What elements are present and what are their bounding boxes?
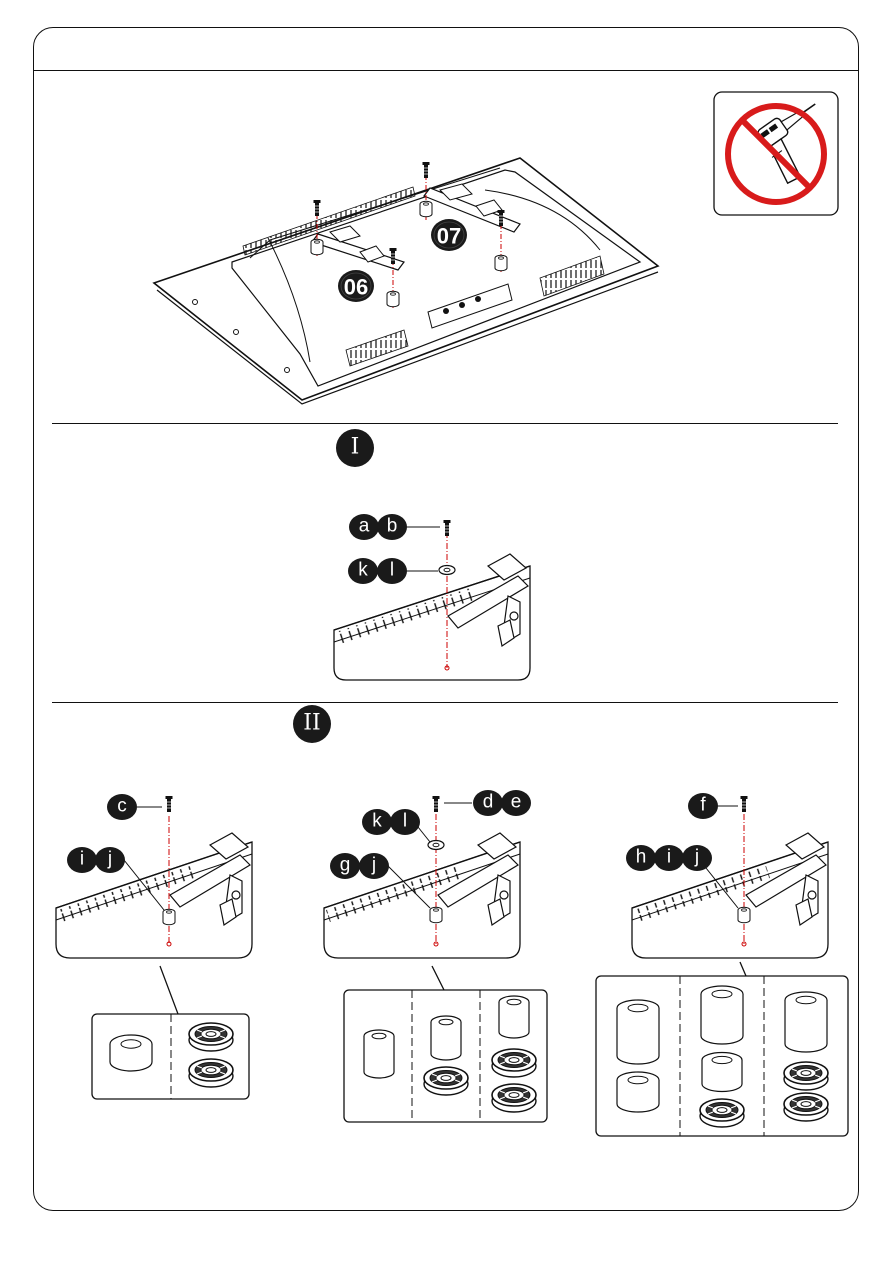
- section-2-marker: II: [293, 705, 331, 743]
- tv-back-overview: [154, 158, 658, 404]
- svg-text:l: l: [403, 811, 407, 832]
- svg-text:i: i: [667, 847, 671, 868]
- section-1-detail: [334, 520, 530, 680]
- svg-text:h: h: [636, 847, 647, 868]
- svg-text:d: d: [483, 792, 494, 813]
- step-badge-07: 07: [431, 219, 467, 251]
- step-badge-06: 06: [338, 270, 374, 302]
- label-group-c: c: [107, 794, 137, 820]
- label-group-hij: h i j: [626, 845, 712, 871]
- section-1-marker: I: [336, 429, 374, 467]
- svg-text:j: j: [371, 855, 376, 876]
- svg-text:f: f: [700, 795, 706, 816]
- svg-text:07: 07: [437, 224, 461, 249]
- svg-text:b: b: [387, 516, 398, 537]
- detail-panel-c: [632, 796, 828, 976]
- label-group-kl-b: k l: [362, 809, 420, 835]
- label-group-kl: k l: [348, 558, 407, 584]
- svg-text:a: a: [359, 516, 370, 537]
- svg-text:e: e: [511, 792, 522, 813]
- label-group-ab: a b: [349, 514, 407, 540]
- parts-box-c: [596, 976, 848, 1136]
- svg-text:c: c: [117, 796, 127, 817]
- detail-panel-a: [56, 796, 252, 1014]
- svg-text:j: j: [694, 847, 699, 868]
- parts-box-a: [92, 1014, 249, 1099]
- label-group-f: f: [688, 793, 718, 819]
- label-group-ij-a: i j: [67, 847, 125, 873]
- svg-text:II: II: [303, 711, 320, 736]
- svg-text:j: j: [107, 849, 112, 870]
- detail-panel-b: [324, 796, 520, 990]
- svg-text:i: i: [80, 849, 84, 870]
- svg-text:06: 06: [344, 275, 368, 300]
- svg-text:k: k: [358, 560, 368, 581]
- label-group-de: d e: [473, 790, 531, 816]
- label-group-gj: g j: [330, 853, 389, 879]
- svg-text:g: g: [340, 855, 351, 876]
- svg-text:I: I: [351, 435, 360, 460]
- svg-text:l: l: [390, 560, 394, 581]
- svg-text:k: k: [372, 811, 382, 832]
- parts-box-b: [344, 990, 547, 1122]
- no-power-drill-icon: [714, 92, 845, 215]
